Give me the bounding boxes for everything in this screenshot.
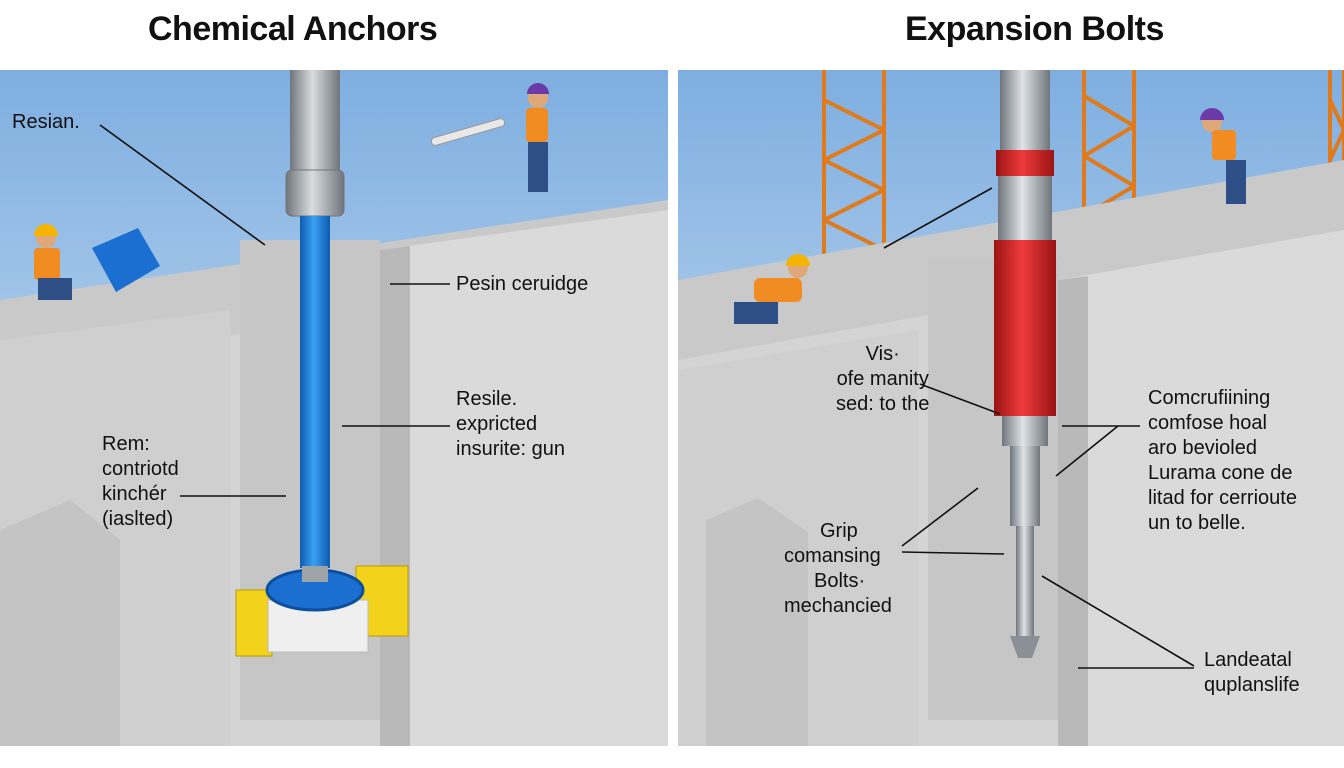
chemical-anchors-title: Chemical Anchors xyxy=(148,10,438,48)
label-line: contriotd xyxy=(102,458,179,480)
label-line: litad for cerrioute xyxy=(1148,487,1297,509)
label-line: un to belle. xyxy=(1148,512,1246,534)
yellow-block-left xyxy=(235,589,273,657)
kneeling-worker-vest xyxy=(34,248,60,280)
label-line: Lurama cone de xyxy=(1148,462,1293,484)
label-line: (iaslted) xyxy=(102,508,174,530)
label-cone: Comcrufiining comfose hoal aro bevioled … xyxy=(1148,386,1297,536)
label-line: Rem: xyxy=(102,433,150,455)
bolt-nut xyxy=(1002,416,1048,446)
worker-legs xyxy=(1226,160,1246,204)
purple-hard-hat xyxy=(1200,108,1224,120)
worker-vest xyxy=(1212,130,1236,160)
chemical-anchor-panel: Resian. Pesin ceruidge Resile. expricted… xyxy=(0,70,668,746)
blue-cartridge-tool xyxy=(92,228,160,292)
yellow-hard-hat xyxy=(786,254,810,266)
label-line: comfose hoal xyxy=(1148,412,1267,434)
blue-anchor-rod xyxy=(300,216,330,568)
label-line: aro bevioled xyxy=(1148,437,1257,459)
red-expansion-sleeve xyxy=(994,240,1056,416)
label-resin-cartridge: Pesin ceruidge xyxy=(456,273,589,295)
label-injection-gun: Resile. expricted insurite: gun xyxy=(456,387,565,462)
rod-coupler xyxy=(285,169,345,217)
kneeling-worker-legs xyxy=(734,302,778,324)
worker-vest xyxy=(526,108,548,142)
worker-legs xyxy=(528,142,548,192)
yellow-hard-hat xyxy=(34,224,58,236)
label-line: sed: to the xyxy=(836,393,930,415)
red-band xyxy=(996,150,1054,176)
chemical-anchor-illustration xyxy=(0,70,668,746)
label-line: Landeatal xyxy=(1204,649,1292,671)
label-line: Grip xyxy=(820,520,858,542)
label-line: mechancied xyxy=(784,595,892,617)
resin-gun xyxy=(430,118,506,146)
label-line: kinchér xyxy=(102,483,167,505)
label-sleeve: Vis· ofe manity sed: to the xyxy=(836,342,929,417)
label-line: ofe manity xyxy=(836,368,929,390)
concrete-edge xyxy=(1058,276,1088,746)
kneeling-worker-vest xyxy=(754,278,802,302)
expansion-bolt-illustration xyxy=(678,70,1344,746)
bolt-collar xyxy=(998,176,1052,240)
label-base: Landeatal quplanslife xyxy=(1204,648,1300,698)
label-line: Vis· xyxy=(865,343,900,365)
label-line: Resile. xyxy=(456,388,518,410)
label-anchor: Rem: contriotd kinchér (iaslted) xyxy=(102,432,179,532)
bolt-shaft-top xyxy=(1000,70,1050,150)
rod-tip xyxy=(302,566,328,582)
steel-rod-top xyxy=(290,70,340,180)
scaffold-left xyxy=(822,70,886,262)
bolt-threaded-section xyxy=(1010,446,1040,526)
label-line: Comcrufiining xyxy=(1148,387,1271,409)
label-line: Bolts· xyxy=(814,570,866,592)
label-line: quplanslife xyxy=(1204,674,1300,696)
expansion-bolt-panel: Vis· ofe manity sed: to the Grip comansi… xyxy=(678,70,1344,746)
label-resin: Resian. xyxy=(12,111,80,133)
label-line: expricted xyxy=(456,413,538,435)
expansion-cone xyxy=(1010,636,1040,658)
concrete-right-block xyxy=(380,210,668,746)
kneeling-worker-legs xyxy=(38,278,72,300)
leader-lines xyxy=(883,187,1195,669)
purple-hard-hat xyxy=(527,83,549,94)
foreground-block xyxy=(706,498,808,746)
leader-lines xyxy=(99,124,450,497)
label-line: insurite: gun xyxy=(456,438,565,460)
bolt-lower-shaft xyxy=(1016,526,1034,636)
label-line: comansing xyxy=(784,545,881,567)
concrete-right-block xyxy=(1058,230,1344,746)
concrete-edge xyxy=(380,246,410,746)
expansion-bolts-title: Expansion Bolts xyxy=(905,10,1164,48)
foreground-block xyxy=(0,500,120,746)
label-grip: Grip comansing Bolts· mechancied xyxy=(784,519,892,619)
